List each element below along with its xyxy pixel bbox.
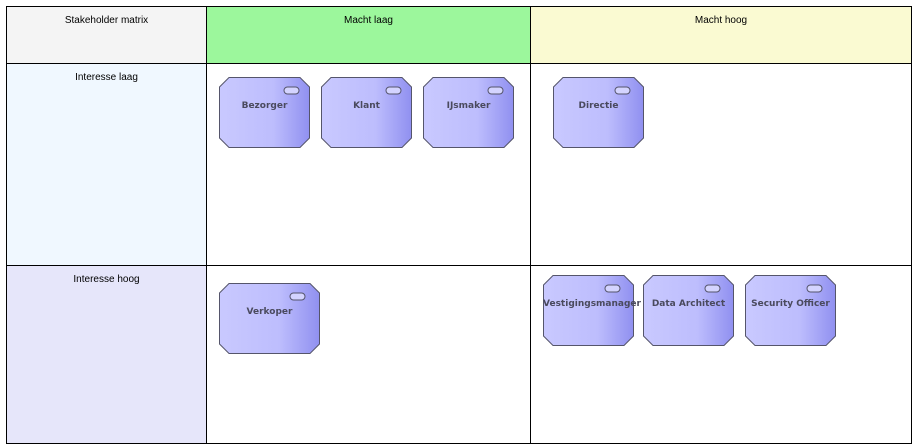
- column-header-label: Macht hoog: [694, 15, 748, 26]
- stakeholder-name: Klant: [353, 101, 380, 111]
- quadrant-low-interest-low-power: Bezorger Klant IJsmaker: [206, 63, 531, 266]
- header-corner: Stakeholder matrix: [6, 6, 207, 64]
- row-header-interest-low: Interesse laag: [6, 63, 207, 266]
- stakeholder-node[interactable]: Verkoper: [219, 283, 320, 354]
- stakeholder-name: Vestigingsmanager: [543, 299, 641, 309]
- stakeholder-node[interactable]: Bezorger: [219, 77, 310, 148]
- stakeholder-name: Bezorger: [241, 101, 288, 111]
- column-header-power-low: Macht laag: [206, 6, 531, 64]
- component-icon: [385, 86, 402, 95]
- component-icon: [704, 284, 721, 293]
- quadrant-high-interest-high-power: Vestigingsmanager Data Architect Securit…: [530, 265, 912, 444]
- stakeholder-node[interactable]: Klant: [321, 77, 412, 148]
- stakeholder-shape: [543, 275, 634, 346]
- stakeholder-node[interactable]: Data Architect: [643, 275, 734, 346]
- stakeholder-node[interactable]: Security Officer: [745, 275, 836, 346]
- stakeholder-shape: [553, 77, 644, 148]
- stakeholder-shape: [745, 275, 836, 346]
- component-icon: [283, 86, 300, 95]
- row-header-interest-high: Interesse hoog: [6, 265, 207, 444]
- stakeholder-name: Security Officer: [751, 299, 830, 309]
- component-icon: [487, 86, 504, 95]
- stakeholder-shape: [219, 77, 310, 148]
- column-header-label: Macht laag: [344, 15, 393, 26]
- stakeholder-node[interactable]: Vestigingsmanager: [543, 275, 641, 346]
- component-icon: [806, 284, 823, 293]
- stakeholder-node[interactable]: IJsmaker: [423, 77, 514, 148]
- stakeholder-name: Data Architect: [651, 299, 726, 309]
- component-icon: [604, 284, 621, 293]
- matrix-title: Stakeholder matrix: [64, 15, 149, 26]
- stakeholder-shape: [423, 77, 514, 148]
- stakeholder-name: IJsmaker: [446, 101, 491, 111]
- component-icon: [289, 292, 306, 301]
- component-icon: [614, 86, 631, 95]
- stakeholder-shape: [321, 77, 412, 148]
- stakeholder-node[interactable]: Directie: [553, 77, 644, 148]
- stakeholder-name: Directie: [578, 101, 619, 111]
- row-header-label: Interesse hoog: [73, 274, 140, 285]
- column-header-power-high: Macht hoog: [530, 6, 912, 64]
- stakeholder-shape: [643, 275, 734, 346]
- quadrant-low-interest-high-power: Directie: [530, 63, 912, 266]
- stakeholder-shape: [219, 283, 320, 354]
- quadrant-high-interest-low-power: Verkoper: [206, 265, 531, 444]
- row-header-label: Interesse laag: [75, 72, 138, 83]
- stakeholder-name: Verkoper: [246, 307, 293, 317]
